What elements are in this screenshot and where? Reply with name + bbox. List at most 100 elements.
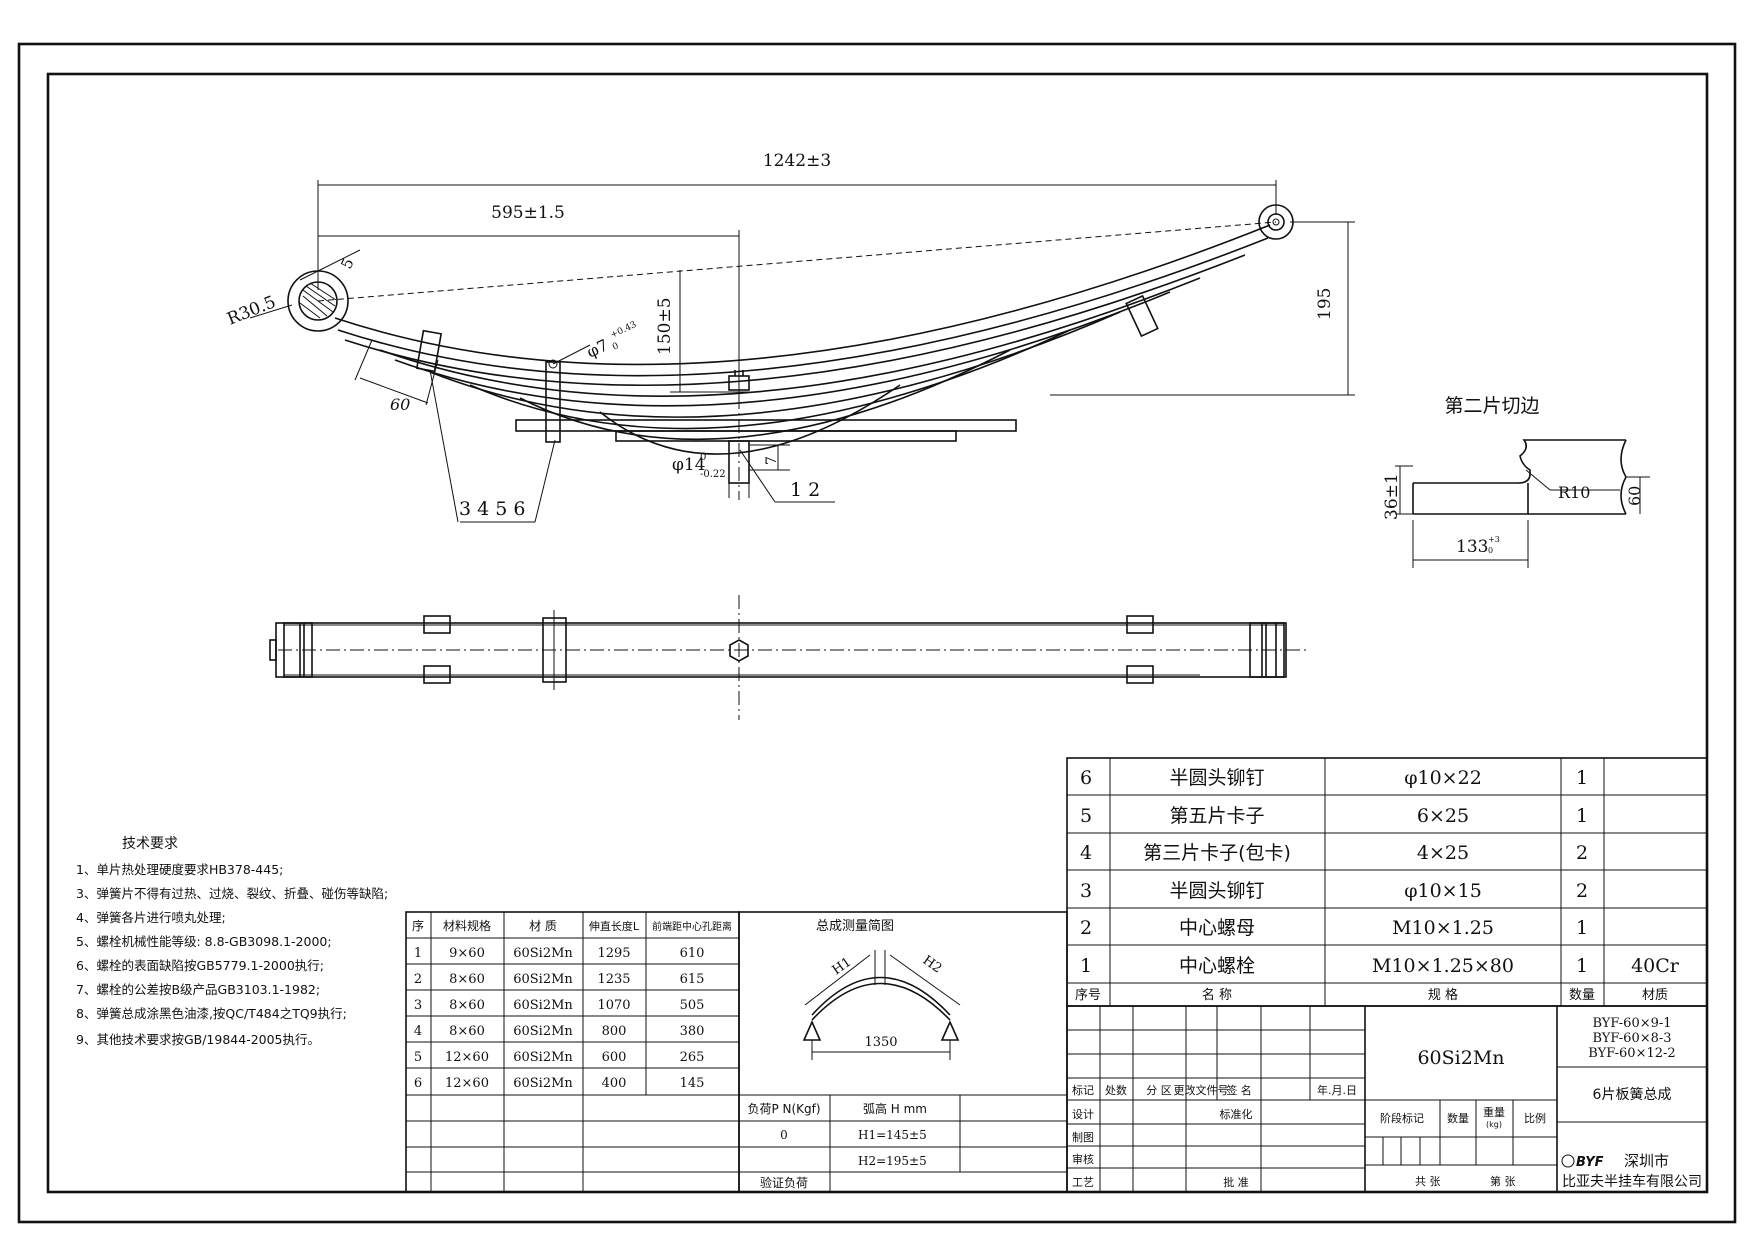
callout-1-2: 1 2 — [790, 479, 820, 501]
svg-text:序号: 序号 — [1075, 988, 1101, 1003]
svg-text:第三片卡子(包卡): 第三片卡子(包卡) — [1143, 842, 1291, 864]
detail-r10: R10 — [1558, 483, 1590, 502]
svg-text:3: 3 — [1080, 880, 1092, 902]
measure-panel: 总成测量简图 H1 H2 1350 负荷P N(Kgf) 弧高 H mm 0 H… — [738, 911, 1068, 1193]
svg-text:1070: 1070 — [597, 998, 630, 1013]
svg-text:φ10×15: φ10×15 — [1404, 880, 1482, 902]
svg-text:1235: 1235 — [597, 972, 630, 987]
svg-text:审核: 审核 — [1072, 1152, 1094, 1166]
dim-height-195: 195 — [1315, 288, 1335, 320]
svg-text:60Si2Mn: 60Si2Mn — [513, 1050, 573, 1065]
detail-dim-36: 36±1 — [1382, 473, 1402, 520]
svg-text:1: 1 — [1080, 955, 1092, 977]
svg-text:0: 0 — [611, 341, 621, 353]
svg-text:145: 145 — [680, 1076, 705, 1091]
tech-requirements: 技术要求 1、单片热处理硬度要求HB378-445; 3、弹簧片不得有过热、过烧… — [76, 836, 388, 1047]
plate-lower — [615, 430, 957, 442]
svg-text:1: 1 — [1576, 805, 1588, 827]
svg-text:505: 505 — [680, 998, 705, 1013]
svg-text:7: 7 — [764, 456, 780, 465]
svg-text:0: 0 — [780, 1128, 788, 1142]
company-name: 比亚夫半挂车有限公司 — [1562, 1173, 1702, 1190]
callout-3-4-5-6: 3 4 5 6 — [459, 498, 525, 520]
svg-text:2: 2 — [1576, 880, 1588, 902]
svg-text:400: 400 — [602, 1076, 627, 1091]
svg-text:3: 3 — [414, 998, 422, 1013]
svg-text:8×60: 8×60 — [449, 972, 485, 987]
svg-text:BYF-60×9-1: BYF-60×9-1 — [1592, 1016, 1671, 1031]
svg-text:重量: 重量 — [1483, 1105, 1505, 1119]
dim-rivet-hole: φ7 — [584, 335, 611, 361]
svg-text:60Si2Mn: 60Si2Mn — [513, 1076, 573, 1091]
svg-text:4: 4 — [1080, 842, 1092, 864]
svg-text:12×60: 12×60 — [445, 1050, 489, 1065]
svg-text:H2=195±5: H2=195±5 — [858, 1154, 927, 1168]
drawing-name: 6片板簧总成 — [1593, 1087, 1672, 1103]
tech-item: 1、单片热处理硬度要求HB378-445; — [76, 862, 283, 877]
svg-text:+0.43: +0.43 — [609, 320, 638, 341]
svg-text:+3: +3 — [1488, 535, 1500, 544]
svg-text:数量: 数量 — [1447, 1112, 1469, 1125]
svg-text:工艺: 工艺 — [1072, 1176, 1094, 1189]
svg-text:2: 2 — [1576, 842, 1588, 864]
svg-text:6×25: 6×25 — [1417, 805, 1469, 827]
clamp-front — [415, 329, 443, 373]
svg-text:中心螺栓: 中心螺栓 — [1179, 955, 1255, 977]
detail-view: 第二片切边 36±1 R10 60 133 +3 0 — [1382, 395, 1650, 568]
svg-text:制图: 制图 — [1072, 1131, 1094, 1144]
svg-text:5: 5 — [414, 1050, 422, 1065]
leaf-table: 序 材料规格 材 质 伸直长度L 前端距中心孔距离 1 9×60 60Si2Mn… — [405, 911, 740, 1193]
rivet — [545, 361, 561, 443]
svg-text:BYF-60×12-2: BYF-60×12-2 — [1588, 1046, 1675, 1061]
dim-center-hole: φ14 — [672, 455, 706, 475]
svg-text:半圆头铆钉: 半圆头铆钉 — [1169, 767, 1264, 789]
svg-text:共 张: 共 张 — [1415, 1175, 1441, 1188]
tech-item: 8、弹簧总成涂黑色油漆,按QC/T484之TQ9执行; — [76, 1006, 347, 1021]
tech-item: 7、螺栓的公差按B级产品GB3103.1-1982; — [76, 982, 320, 997]
svg-text:60Si2Mn: 60Si2Mn — [513, 972, 573, 987]
svg-text:φ10×22: φ10×22 — [1404, 767, 1482, 789]
detail-dim-60: 60 — [1625, 486, 1644, 506]
clamp-rear — [1125, 294, 1159, 338]
logo-icon — [1561, 1154, 1575, 1168]
svg-text:第 张: 第 张 — [1490, 1174, 1516, 1188]
svg-text:材料规格: 材料规格 — [443, 918, 491, 933]
svg-text:1: 1 — [414, 946, 422, 961]
svg-text:处数: 处数 — [1105, 1084, 1127, 1097]
svg-text:阶段标记: 阶段标记 — [1380, 1111, 1424, 1125]
svg-text:1295: 1295 — [597, 946, 630, 961]
svg-text:4×25: 4×25 — [1417, 842, 1469, 864]
dimensions — [249, 180, 1355, 523]
svg-text:0: 0 — [1488, 546, 1493, 555]
detail-title: 第二片切边 — [1444, 395, 1539, 417]
svg-text:12×60: 12×60 — [445, 1076, 489, 1091]
svg-text:负荷P N(Kgf): 负荷P N(Kgf) — [747, 1102, 820, 1116]
svg-text:380: 380 — [680, 1024, 705, 1039]
svg-text:伸直长度L: 伸直长度L — [589, 919, 640, 933]
svg-text:800: 800 — [602, 1024, 627, 1039]
svg-text:标准化: 标准化 — [1220, 1107, 1253, 1121]
tech-title: 技术要求 — [122, 836, 178, 852]
svg-text:8×60: 8×60 — [449, 998, 485, 1013]
svg-text:年.月.日: 年.月.日 — [1317, 1083, 1357, 1097]
company-logo: BYF — [1561, 1154, 1604, 1170]
dim-eye-radius: R30.5 — [224, 292, 278, 330]
svg-text:H1: H1 — [830, 955, 855, 979]
parts-list: 6 半圆头铆钉 φ10×22 1 5 第五片卡子 6×25 1 4 第三片卡子(… — [1066, 757, 1708, 1007]
svg-text:1: 1 — [1576, 917, 1588, 939]
svg-text:弧高 H mm: 弧高 H mm — [863, 1101, 927, 1116]
svg-text:签 名: 签 名 — [1226, 1083, 1252, 1097]
svg-text:BYF-60×8-3: BYF-60×8-3 — [1592, 1031, 1671, 1046]
svg-text:6: 6 — [1080, 767, 1092, 789]
svg-text:5: 5 — [1080, 805, 1092, 827]
svg-text:深圳市: 深圳市 — [1624, 1152, 1669, 1170]
svg-text:2: 2 — [414, 972, 422, 987]
svg-text:610: 610 — [680, 946, 705, 961]
svg-text:0: 0 — [700, 452, 706, 463]
svg-text:批 准: 批 准 — [1223, 1175, 1249, 1189]
svg-text:序: 序 — [412, 918, 424, 933]
svg-text:材 质: 材 质 — [529, 919, 557, 933]
tech-item: 4、弹簧各片进行喷丸处理; — [76, 910, 226, 925]
svg-text:1: 1 — [1576, 955, 1588, 977]
